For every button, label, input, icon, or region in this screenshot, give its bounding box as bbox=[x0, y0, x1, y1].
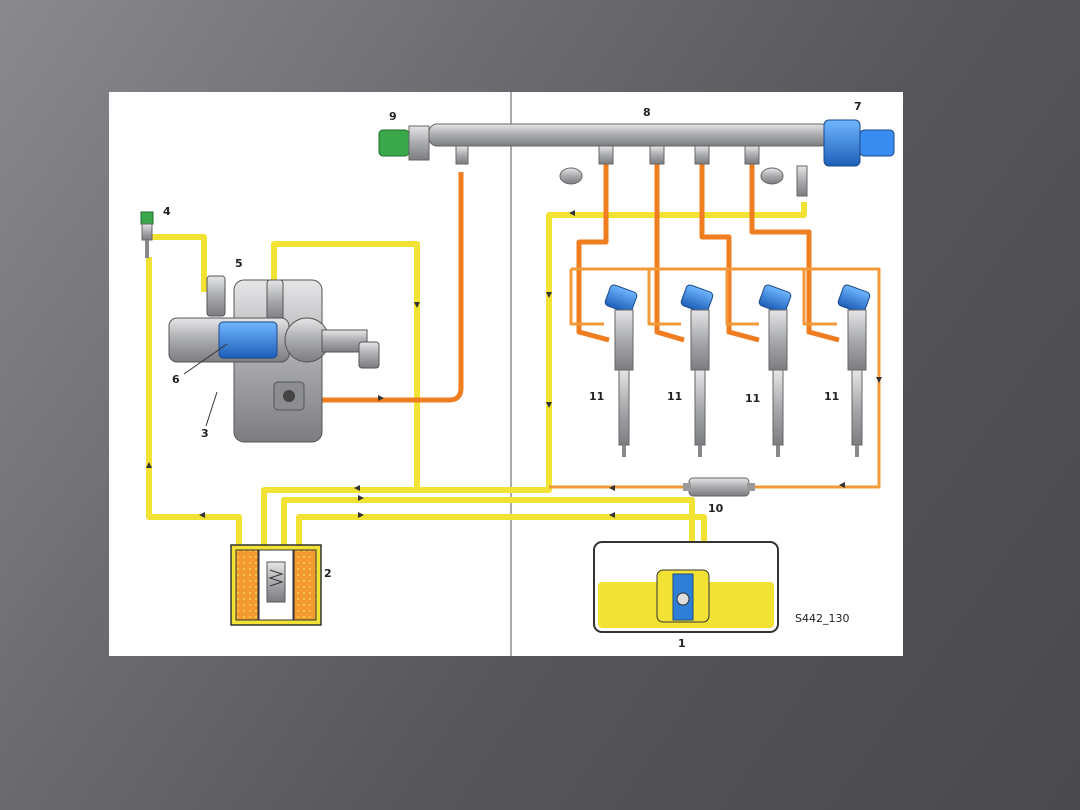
label-1: 1 bbox=[678, 637, 686, 650]
label-7: 7 bbox=[854, 100, 862, 113]
label-10: 10 bbox=[708, 502, 724, 515]
component-10 bbox=[683, 477, 755, 497]
pressure-control-valve bbox=[823, 119, 895, 167]
return-lines bbox=[146, 202, 807, 564]
label-4: 4 bbox=[163, 205, 171, 218]
label-5: 5 bbox=[235, 257, 243, 270]
figure-code: S442_130 bbox=[795, 612, 849, 625]
fuel-temperature-sensor bbox=[140, 211, 154, 258]
label-2: 2 bbox=[324, 567, 332, 580]
fuel-tank bbox=[593, 541, 779, 633]
flow-arrows bbox=[146, 210, 882, 518]
callout-labels: 1 2 3 4 5 6 7 8 9 10 11 11 11 11 S442_13… bbox=[163, 100, 862, 650]
fuel-system-diagram: 1 2 3 4 5 6 7 8 9 10 11 11 11 11 S442_13… bbox=[140, 92, 895, 656]
diagram-frame: 1 2 3 4 5 6 7 8 9 10 11 11 11 11 S442_13… bbox=[109, 92, 903, 656]
high-pressure-lines bbox=[289, 162, 840, 403]
label-3: 3 bbox=[201, 427, 209, 440]
high-pressure-pump bbox=[168, 275, 380, 443]
rail-pressure-sensor bbox=[378, 125, 430, 161]
label-11-b: 11 bbox=[667, 390, 682, 403]
leak-off-lines bbox=[549, 267, 881, 489]
high-pressure-rail bbox=[428, 123, 830, 197]
injector-3 bbox=[758, 284, 792, 457]
fuel-filter bbox=[230, 544, 322, 626]
leader-lines bbox=[183, 343, 228, 427]
label-9: 9 bbox=[389, 110, 397, 123]
label-11-a: 11 bbox=[589, 390, 604, 403]
injector-2 bbox=[680, 284, 714, 457]
label-11-d: 11 bbox=[824, 390, 839, 403]
label-11-c: 11 bbox=[745, 392, 760, 405]
label-8: 8 bbox=[643, 106, 651, 119]
label-6: 6 bbox=[172, 373, 180, 386]
injector-4 bbox=[837, 284, 871, 457]
injector-1 bbox=[604, 284, 638, 457]
